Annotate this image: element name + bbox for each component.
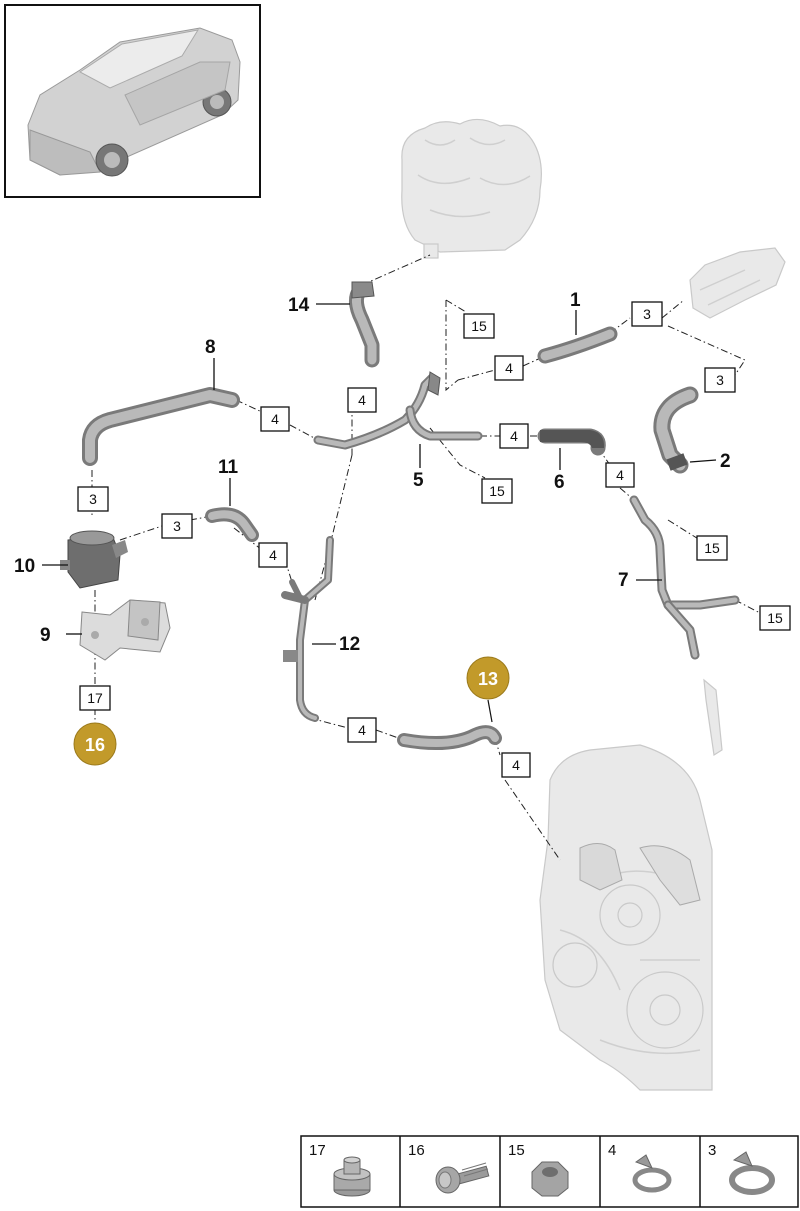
small-parts-legend: 17 16 15 4 3	[300, 1135, 799, 1208]
legend-label: 15	[508, 1142, 525, 1159]
hose-1	[537, 326, 618, 364]
hex-nut-icon	[531, 1161, 569, 1197]
ref-box-15: 15	[767, 610, 783, 626]
hose-clamp-icon	[729, 1151, 775, 1195]
water-pump	[60, 530, 128, 589]
hose-2	[653, 386, 699, 474]
hose-8	[82, 387, 240, 466]
ref-box-4: 4	[269, 547, 277, 563]
ref-boxes: 3 3 3 3 4 4 4 4 4 4 4 4 15 15 15 15 17	[77, 301, 791, 778]
hose-14	[349, 281, 380, 368]
part-label-14: 14	[288, 295, 310, 316]
bolt-icon	[435, 1162, 490, 1194]
ref-box-3: 3	[643, 306, 651, 322]
ref-box-4: 4	[510, 428, 518, 444]
ref-box-4: 4	[505, 360, 513, 376]
ref-box-4: 4	[271, 411, 279, 427]
plug-cap-icon	[333, 1156, 371, 1197]
ref-box-15: 15	[489, 483, 505, 499]
part-label-10: 10	[14, 556, 35, 577]
ref-box-3: 3	[173, 518, 181, 534]
hose-13	[397, 725, 502, 750]
part-label-1: 1	[570, 290, 581, 311]
part-label-7: 7	[618, 570, 629, 591]
part-labels: 14 1 2 8 5 6 7 11 10 9 12	[14, 290, 731, 655]
ref-box-17: 17	[87, 690, 103, 706]
part-label-11: 11	[218, 457, 239, 478]
ref-box-15: 15	[471, 318, 487, 334]
highlight-markers: 13 16	[73, 656, 510, 766]
upper-connector	[689, 247, 786, 319]
part-label-6: 6	[554, 472, 565, 493]
hose-6	[537, 428, 606, 456]
vehicle-thumbnail	[4, 4, 261, 198]
ref-box-4: 4	[358, 722, 366, 738]
legend-label: 3	[708, 1142, 716, 1159]
pump-bracket	[79, 599, 171, 661]
ref-box-3: 3	[716, 372, 724, 388]
part-label-12: 12	[339, 634, 360, 655]
pipe-12	[281, 536, 334, 722]
ref-box-4: 4	[358, 392, 366, 408]
leader-lines	[42, 303, 717, 645]
highlight-part-13: 13	[478, 669, 498, 689]
legend-label: 4	[608, 1142, 616, 1159]
ref-box-3: 3	[89, 491, 97, 507]
ref-box-4: 4	[512, 757, 520, 773]
part-label-5: 5	[413, 470, 424, 491]
ref-box-4: 4	[616, 467, 624, 483]
pipe-7	[629, 495, 740, 756]
hose-clamp-icon	[632, 1154, 672, 1193]
hose-5	[313, 371, 483, 450]
coolant-expansion-tank	[401, 118, 542, 259]
legend-label: 17	[309, 1142, 326, 1159]
part-label-9: 9	[40, 625, 51, 646]
part-label-8: 8	[205, 337, 216, 358]
legend-label: 16	[408, 1142, 425, 1159]
part-label-2: 2	[720, 451, 731, 472]
ref-box-15: 15	[704, 540, 720, 556]
hose-11	[205, 507, 259, 542]
highlight-part-16: 16	[85, 735, 105, 755]
engine-block	[539, 744, 713, 1091]
